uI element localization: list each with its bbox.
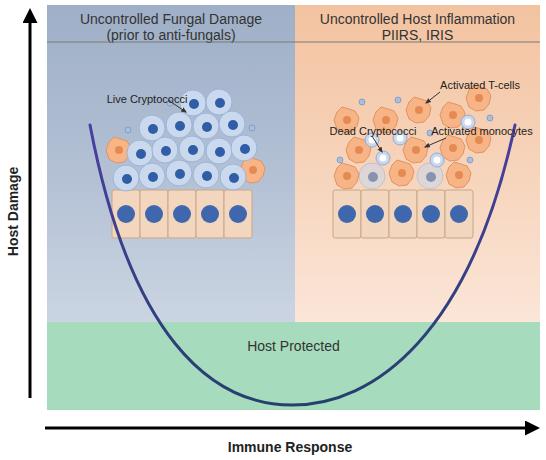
axis-label: Immune Response [190,441,390,454]
host-protected-band: Host Protected [47,322,540,410]
callout-label: Live Cryptococci [92,93,202,106]
callout-label: Dead Cryptococci [318,125,428,138]
callout-label: Activated T-cells [420,79,540,92]
axis-label: Host Damage [7,137,20,287]
x-axis [45,427,534,430]
heading-text: Uncontrolled Host Inflammation PIIRS, IR… [310,11,525,43]
callout-label: Activated monocytes [420,125,544,138]
heading-text: Uncontrolled Fungal Damage (prior to ant… [72,11,270,43]
fungal-damage-panel: Uncontrolled Fungal Damage (prior to ant… [47,5,295,322]
y-axis [29,14,32,398]
host-inflammation-panel: Uncontrolled Host Inflammation PIIRS, IR… [295,5,540,322]
heading-text: Host Protected [47,338,540,354]
